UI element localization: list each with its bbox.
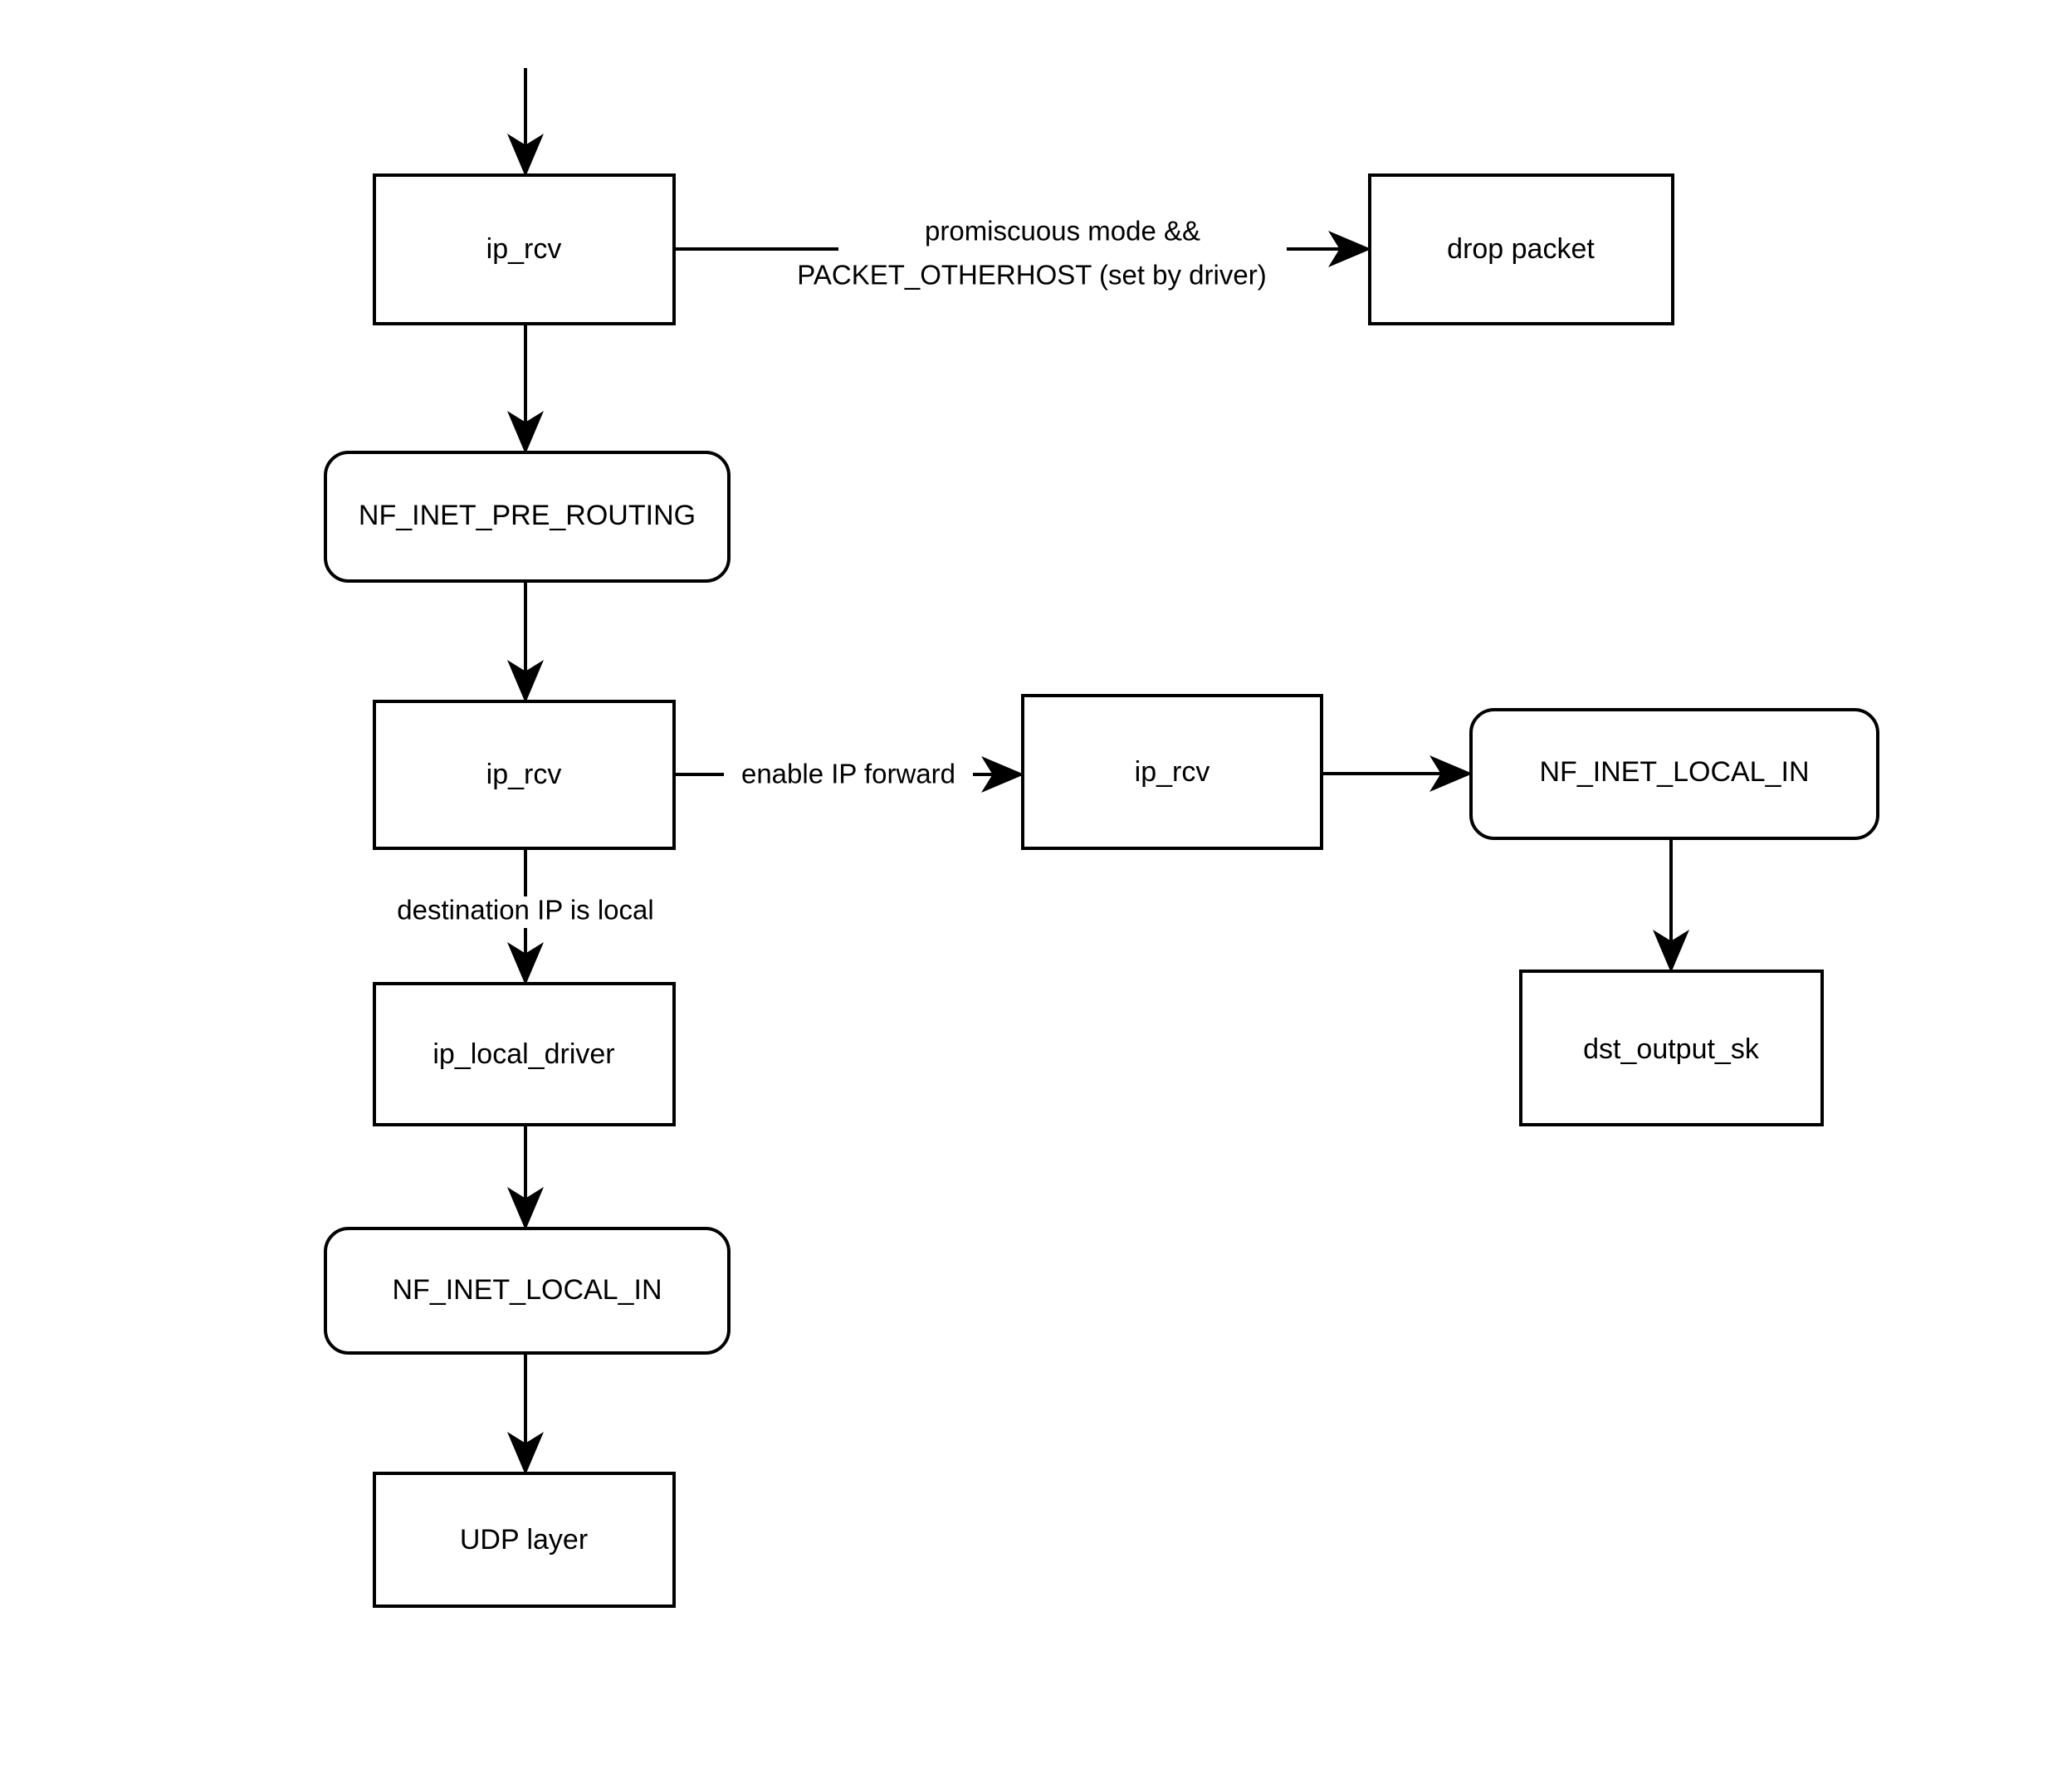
node-udp-layer-shape[interactable]: [373, 1472, 676, 1608]
edge-label-enable-ip-forward: enable IP forward: [741, 759, 955, 789]
node-ip-local-driver[interactable]: ip_local_driver: [373, 982, 676, 1126]
node-drop-packet-label: drop packet: [1447, 233, 1595, 265]
node-ip-rcv-2-label: ip_rcv: [486, 759, 562, 790]
node-ip-rcv-1[interactable]: ip_rcv: [373, 173, 676, 325]
node-ip-rcv-1-shape[interactable]: [373, 173, 676, 325]
node-ip-local-driver-shape[interactable]: [373, 982, 676, 1126]
node-dst-output-sk-label: dst_output_sk: [1583, 1033, 1760, 1065]
node-ip-rcv-2[interactable]: ip_rcv: [373, 700, 676, 850]
node-ip-rcv-3-shape[interactable]: [1021, 694, 1323, 850]
node-dst-output-sk[interactable]: dst_output_sk: [1519, 970, 1824, 1126]
node-nf-inet-pre-routing-shape[interactable]: [324, 451, 731, 583]
node-drop-packet[interactable]: drop packet: [1368, 173, 1674, 325]
node-ip-local-driver-label: ip_local_driver: [432, 1038, 614, 1070]
edge-label-promiscuous-line1: promiscuous mode &&: [925, 216, 1200, 247]
node-drop-packet-shape[interactable]: [1368, 173, 1674, 325]
node-nf-inet-local-in-right-shape[interactable]: [1469, 708, 1879, 840]
node-dst-output-sk-shape[interactable]: [1519, 970, 1824, 1126]
node-udp-layer-label: UDP layer: [460, 1524, 588, 1556]
node-nf-inet-local-in-bottom-shape[interactable]: [324, 1227, 731, 1355]
node-nf-inet-pre-routing-label: NF_INET_PRE_ROUTING: [359, 500, 696, 531]
node-udp-layer[interactable]: UDP layer: [373, 1472, 676, 1608]
edge-ip-rcv-2-to-ip-local-driver: destination IP is local: [397, 848, 654, 985]
edge-label-promiscuous-line2: PACKET_OTHERHOST (set by driver): [797, 260, 1266, 291]
edge-label-destination-ip-is-local: destination IP is local: [397, 895, 653, 926]
node-nf-inet-pre-routing[interactable]: NF_INET_PRE_ROUTING: [324, 451, 731, 583]
node-nf-inet-local-in-right[interactable]: NF_INET_LOCAL_IN: [1469, 708, 1879, 840]
edge-ip-rcv-2-to-ip-rcv-3: enable IP forward: [674, 756, 1024, 793]
node-ip-rcv-3-label: ip_rcv: [1135, 756, 1210, 788]
node-nf-inet-local-in-right-label: NF_INET_LOCAL_IN: [1540, 756, 1810, 788]
node-nf-inet-local-in-bottom-label: NF_INET_LOCAL_IN: [393, 1274, 662, 1306]
node-ip-rcv-2-shape[interactable]: [373, 700, 676, 850]
node-nf-inet-local-in-bottom[interactable]: NF_INET_LOCAL_IN: [324, 1227, 731, 1355]
node-ip-rcv-1-label: ip_rcv: [486, 233, 562, 265]
node-ip-rcv-3[interactable]: ip_rcv: [1021, 694, 1323, 850]
edge-ip-rcv-1-to-drop-packet: promiscuous mode && PACKET_OTHERHOST (se…: [674, 216, 1371, 291]
